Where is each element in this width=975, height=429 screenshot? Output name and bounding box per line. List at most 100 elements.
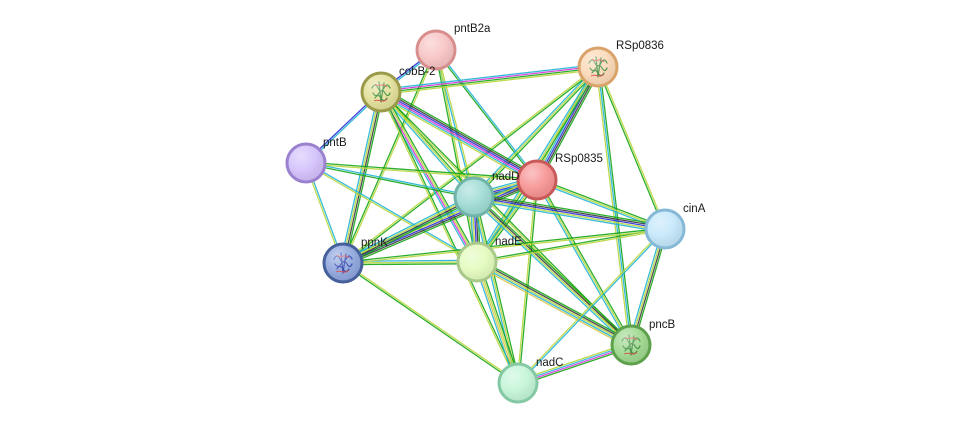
- edge-pntB-RSp0835[interactable]: [305, 161, 538, 182]
- node-pntB2a[interactable]: pntB2a: [415, 23, 491, 71]
- edge-line-coexpression: [343, 180, 538, 266]
- node-RSp0835[interactable]: RSp0835: [516, 153, 603, 201]
- edge-line-database: [473, 262, 517, 385]
- edge-line-textmining: [536, 179, 632, 346]
- node-highlight: [500, 365, 536, 401]
- node-cobB-2[interactable]: cobB-2: [360, 66, 435, 113]
- edge-line-neighborhood: [596, 67, 665, 230]
- node-highlight: [519, 162, 555, 198]
- edge-line-textmining: [472, 197, 631, 347]
- edge-line-coexpression: [381, 89, 539, 179]
- edge-line-neighborhood: [344, 92, 385, 264]
- node-pncB[interactable]: pncB: [610, 319, 676, 366]
- edge-nadD-ppnK[interactable]: [341, 194, 476, 266]
- node-label: cinA: [683, 203, 706, 215]
- edge-line-textmining: [476, 261, 632, 346]
- edge-line-textmining: [343, 229, 666, 265]
- edge-line-neighborhood: [475, 194, 634, 344]
- node-nadC[interactable]: nadC: [497, 357, 564, 404]
- edge-line-textmining: [436, 49, 476, 197]
- edge-cobB-2-nadC[interactable]: [379, 91, 520, 384]
- edge-line-coexpression: [474, 195, 633, 345]
- edge-line-neighborhood: [343, 263, 478, 266]
- edge-line-neighborhood: [537, 177, 666, 229]
- edge-RSp0835-nadC[interactable]: [516, 179, 539, 384]
- edge-line-neighborhood: [478, 258, 633, 343]
- edge-line-textmining: [343, 261, 519, 383]
- node-highlight: [613, 327, 649, 363]
- edge-line-textmining: [379, 92, 518, 384]
- edge-cobB-2-ppnK[interactable]: [339, 91, 385, 264]
- edge-line-neighborhood: [343, 198, 476, 266]
- edge-RSp0836-ppnK[interactable]: [342, 65, 599, 265]
- edge-line-neighborhood: [382, 90, 480, 262]
- node-cinA[interactable]: cinA: [644, 203, 706, 250]
- edge-line-database: [380, 63, 598, 91]
- edge-line-neighborhood: [381, 67, 599, 94]
- edge-line-database: [378, 92, 476, 264]
- edge-line-neighborhood: [381, 91, 520, 383]
- node-highlight: [456, 179, 492, 215]
- edge-line-coexpression: [474, 194, 666, 228]
- edge-line-neighborhood: [344, 182, 539, 267]
- edge-cinA-ppnK[interactable]: [342, 227, 666, 265]
- edge-line-fusion: [380, 65, 598, 92]
- edge-ppnK-nadC[interactable]: [342, 261, 519, 385]
- edge-line-database: [379, 92, 474, 199]
- edge-line-coexpression: [343, 92, 383, 264]
- edge-cinA-nadC[interactable]: [516, 227, 667, 385]
- edge-line-neighborhood: [539, 68, 602, 182]
- edge-nadE-nadC[interactable]: [473, 260, 522, 385]
- edge-line-textmining: [341, 91, 381, 263]
- edge-line-textmining: [305, 163, 537, 182]
- edge-line-database: [475, 262, 631, 348]
- edge-line-database: [597, 66, 632, 346]
- edge-line-neighborhood: [478, 260, 522, 383]
- edge-line-database: [379, 93, 537, 183]
- edge-pntB-nadE[interactable]: [305, 161, 478, 264]
- edge-cobB-2-nadE[interactable]: [378, 90, 480, 264]
- edge-line-experimental: [381, 90, 538, 180]
- node-highlight: [647, 211, 683, 247]
- node-label: ppnK: [361, 237, 388, 249]
- edge-line-coexpression: [343, 197, 475, 265]
- node-RSp0836[interactable]: RSp0836: [577, 40, 664, 88]
- edge-line-fusion: [379, 92, 477, 263]
- edge-line-fusion: [380, 92, 537, 182]
- edge-nadD-pncB[interactable]: [471, 194, 634, 348]
- edge-line-textmining: [477, 229, 666, 264]
- edge-nadE-pncB[interactable]: [475, 258, 633, 349]
- edge-line-textmining: [381, 91, 479, 262]
- edge-line-textmining: [516, 227, 665, 383]
- edge-line-database: [341, 194, 474, 262]
- edge-pntB-nadD[interactable]: [305, 161, 475, 199]
- node-label: RSp0836: [616, 40, 664, 52]
- edge-RSp0836-cinA[interactable]: [596, 66, 667, 230]
- node-highlight: [288, 145, 324, 181]
- node-highlight: [459, 244, 495, 280]
- node-nadE[interactable]: nadE: [456, 236, 522, 283]
- edge-line-database: [471, 198, 630, 348]
- edge-nadD-cinA[interactable]: [473, 193, 666, 233]
- edge-line-neighborhood: [599, 66, 634, 345]
- edge-line-neighborhood: [474, 193, 666, 227]
- node-highlight: [325, 245, 361, 281]
- node-ppnK[interactable]: ppnK: [322, 237, 388, 284]
- edge-line-neighborhood: [305, 163, 474, 199]
- edge-RSp0836-cobB-2[interactable]: [380, 63, 599, 96]
- edge-line-textmining: [381, 68, 599, 96]
- edge-cobB-2-RSp0835[interactable]: [378, 87, 540, 185]
- node-pntB[interactable]: pntB: [285, 137, 347, 184]
- node-label: nadC: [536, 357, 564, 369]
- edge-RSp0836-pncB[interactable]: [595, 66, 634, 346]
- edge-pntB2a-RSp0835[interactable]: [434, 49, 539, 181]
- node-nadD[interactable]: nadD: [453, 171, 520, 218]
- edge-line-textmining: [477, 261, 520, 383]
- edge-line-neighborhood: [342, 263, 518, 385]
- edge-line-cooccurrence: [475, 262, 518, 384]
- node-label: pntB: [323, 137, 347, 149]
- edge-line-neighborhood: [537, 178, 634, 345]
- node-label: nadE: [495, 236, 522, 248]
